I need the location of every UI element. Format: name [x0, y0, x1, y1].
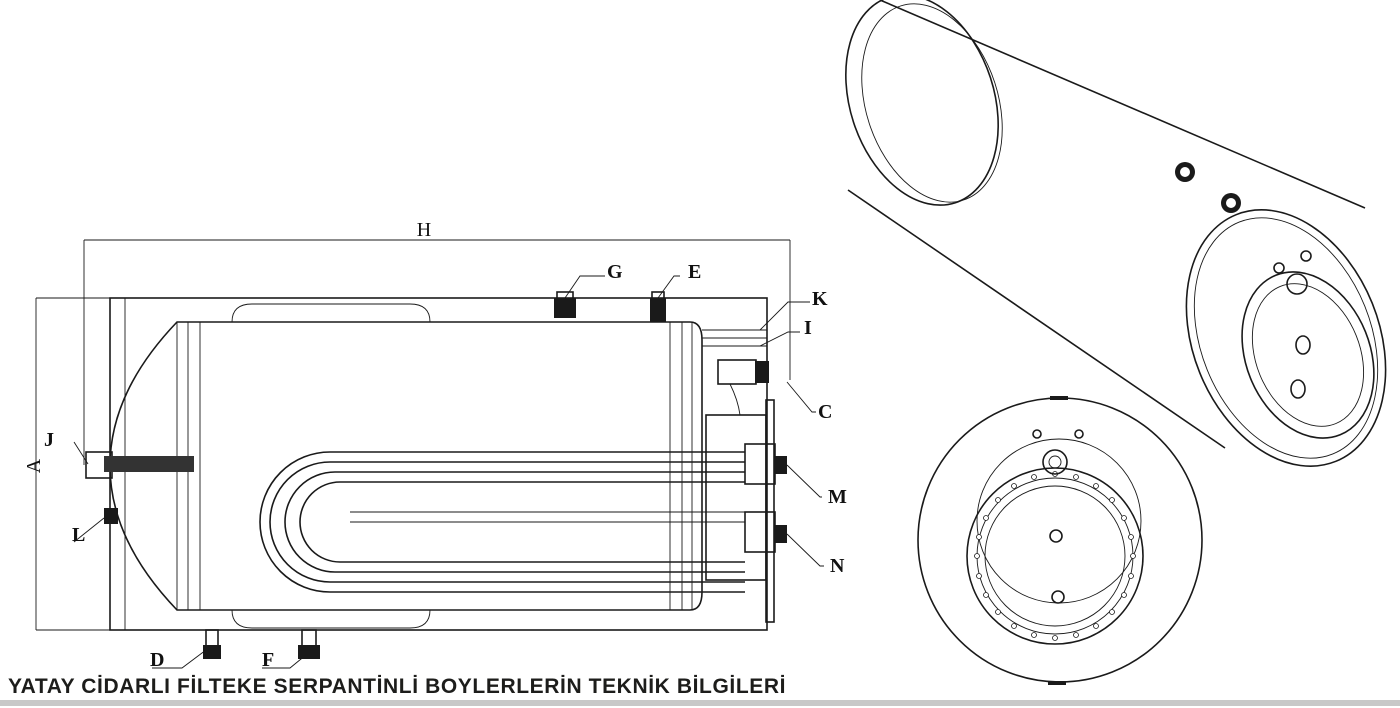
connector-l	[104, 508, 118, 524]
dimension-length-label: H	[417, 219, 431, 241]
caption-rule	[0, 700, 1400, 706]
side-section-drawing: H A	[23, 219, 847, 671]
flange-plate	[705, 414, 767, 581]
label-k: K	[812, 288, 828, 310]
isometric-view	[845, 0, 1387, 467]
iso-flange	[1241, 271, 1375, 439]
label-f: F	[262, 649, 274, 671]
tank-shell	[109, 321, 703, 611]
label-g: G	[607, 261, 623, 283]
connector-n	[775, 525, 787, 543]
label-n: N	[830, 555, 845, 577]
label-e: E	[688, 261, 701, 283]
nozzles-right	[702, 329, 769, 416]
front-coil-outlet	[1051, 590, 1065, 604]
label-i: I	[804, 317, 812, 339]
leader-lines	[73, 275, 824, 669]
front-view	[917, 396, 1203, 685]
dimension-length: H	[83, 219, 791, 465]
serpentine-coil	[259, 451, 745, 593]
label-l: L	[72, 524, 85, 546]
connector-c	[755, 361, 769, 383]
connector-m	[775, 456, 787, 474]
caption-title: YATAY CİDARLI FİLTEKE SERPANTİNLİ BOYLER…	[8, 675, 787, 698]
dimension-height: A	[23, 297, 110, 631]
label-d: D	[150, 649, 164, 671]
label-j: J	[44, 429, 54, 451]
dimension-height-label: A	[23, 458, 45, 473]
connector-g	[554, 298, 576, 318]
front-coil-inlet	[1049, 529, 1063, 543]
connector-e	[650, 298, 666, 322]
label-m: M	[828, 486, 847, 508]
front-anode	[1042, 449, 1068, 475]
front-flange	[966, 467, 1144, 645]
outer-jacket	[109, 297, 768, 631]
label-c: C	[818, 401, 832, 423]
anode-rod	[104, 456, 194, 472]
connector-d	[203, 645, 221, 659]
